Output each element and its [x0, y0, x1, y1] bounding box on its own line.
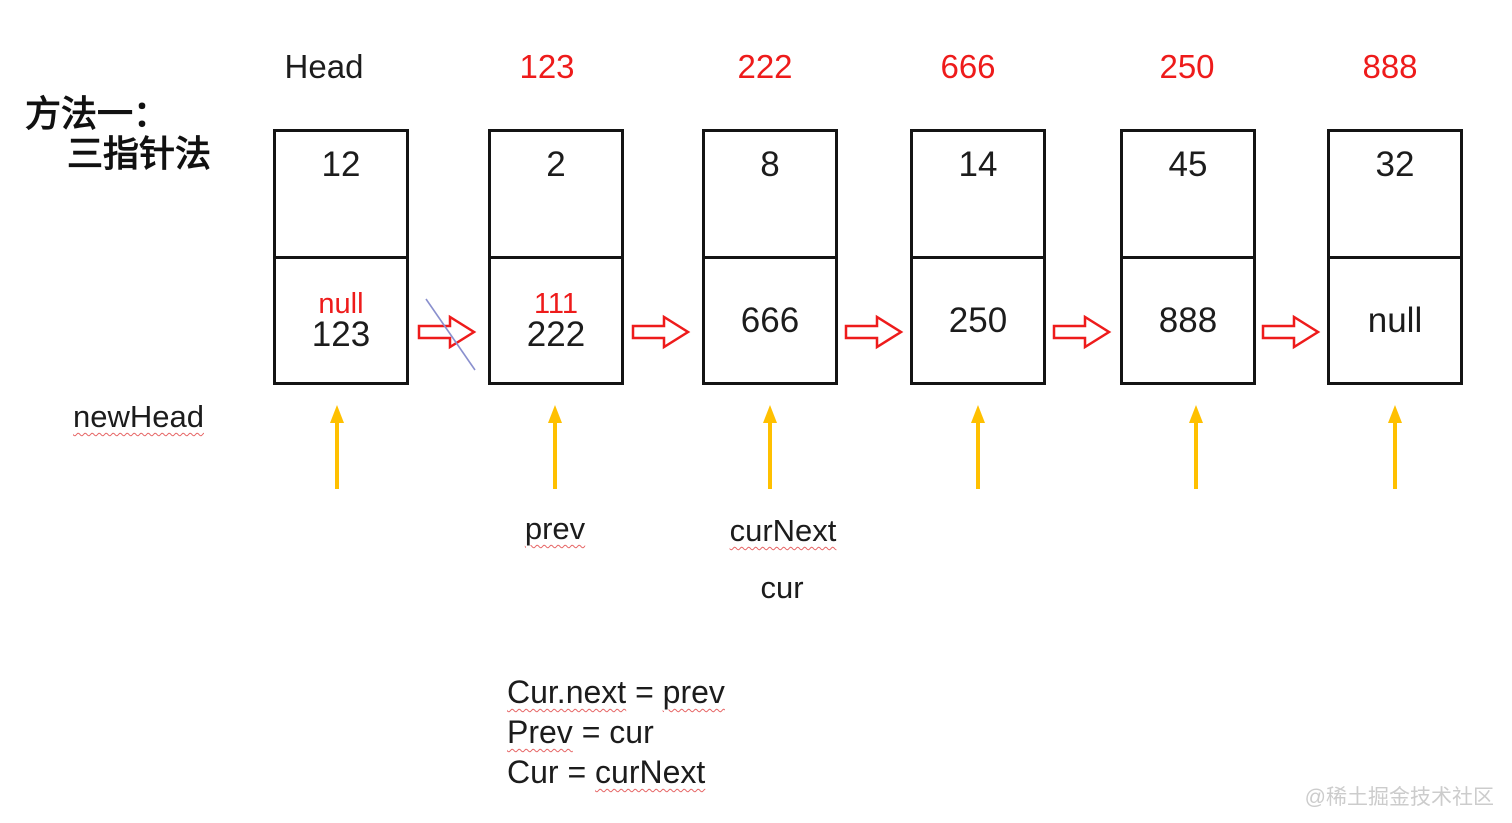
node-4-next-cell: 250 — [913, 256, 1043, 382]
node-3-value-cell: 8 — [705, 132, 835, 256]
node-3-next: 666 — [740, 300, 800, 340]
pseudocode-block: Cur.next = prev Prev = cur Cur = curNext — [507, 672, 725, 792]
node-2-next-cell: 111 222 — [491, 256, 621, 382]
node-address-label-222: 222 — [737, 48, 793, 85]
node-3-value: 8 — [760, 145, 780, 184]
pointer-up-arrow-icon-1 — [330, 405, 344, 489]
code-line-3: Cur = curNext — [507, 752, 725, 792]
newhead-label: newHead — [73, 399, 204, 434]
link-arrow-icon-1 — [417, 314, 477, 350]
node-1-next-cell: null 123 — [276, 256, 406, 382]
node-box-4: 14 250 — [910, 129, 1046, 385]
code-token: Cur.next — [507, 674, 627, 710]
node-box-6: 32 null — [1327, 129, 1463, 385]
node-6-value: 32 — [1375, 145, 1415, 184]
pointer-up-arrow-icon-4 — [971, 405, 985, 489]
pointer-up-arrow-icon-2 — [548, 405, 562, 489]
code-token: Cur = — [507, 754, 596, 790]
code-token: Prev — [507, 714, 573, 750]
pointer-up-arrow-icon-6 — [1388, 405, 1402, 489]
node-1-value-cell: 12 — [276, 132, 406, 256]
node-6-next-cell: null — [1330, 256, 1460, 382]
pointer-up-arrow-icon-5 — [1189, 405, 1203, 489]
code-token: = cur — [572, 714, 654, 750]
link-arrow-icon-3 — [844, 314, 904, 350]
watermark: @稀土掘金技术社区 — [1304, 786, 1494, 809]
node-2-next-old: 222 — [526, 314, 586, 354]
node-4-value: 14 — [958, 145, 998, 184]
code-token: curNext — [595, 754, 706, 790]
curnext-label: curNext — [729, 513, 837, 548]
node-address-label-666: 666 — [940, 48, 996, 85]
link-arrow-icon-4 — [1052, 314, 1112, 350]
node-address-label-123: 123 — [519, 48, 575, 85]
node-2-value: 2 — [546, 145, 566, 184]
code-token: = — [626, 674, 663, 710]
node-1-next-old: 123 — [311, 314, 371, 354]
prev-label: prev — [524, 511, 586, 546]
node-box-2: 2 111 222 — [488, 129, 624, 385]
title-line-2: 三指针法 — [67, 133, 212, 174]
crossout-line-icon — [425, 298, 476, 371]
node-5-next-cell: 888 — [1123, 256, 1253, 382]
node-5-value: 45 — [1168, 145, 1208, 184]
page-title: 方法一： 三指针法 — [25, 94, 211, 174]
link-arrow-icon-2 — [631, 314, 691, 350]
node-3-next-cell: 666 — [705, 256, 835, 382]
link-arrow-icon-5 — [1261, 314, 1321, 350]
node-5-next: 888 — [1158, 300, 1218, 340]
node-box-5: 45 888 — [1120, 129, 1256, 385]
node-address-label-888: 888 — [1362, 48, 1418, 85]
node-4-value-cell: 14 — [913, 132, 1043, 256]
node-2-value-cell: 2 — [491, 132, 621, 256]
node-5-value-cell: 45 — [1123, 132, 1253, 256]
pointer-up-arrow-icon-3 — [763, 405, 777, 489]
node-2-next-new: 111 — [533, 287, 579, 320]
node-6-next: null — [1367, 300, 1423, 340]
node-6-value-cell: 32 — [1330, 132, 1460, 256]
node-box-3: 8 666 — [702, 129, 838, 385]
code-line-1: Cur.next = prev — [507, 672, 725, 712]
cur-label: cur — [760, 570, 804, 605]
node-address-label-250: 250 — [1159, 48, 1215, 85]
node-1-next-new: null — [318, 287, 364, 320]
code-token: prev — [662, 674, 725, 710]
node-box-1: 12 null 123 — [273, 129, 409, 385]
node-1-value: 12 — [321, 145, 361, 184]
code-line-2: Prev = cur — [507, 712, 725, 752]
node-4-next: 250 — [948, 300, 1008, 340]
title-line-1: 方法一： — [25, 93, 170, 134]
node-address-label-head: Head — [284, 48, 364, 85]
